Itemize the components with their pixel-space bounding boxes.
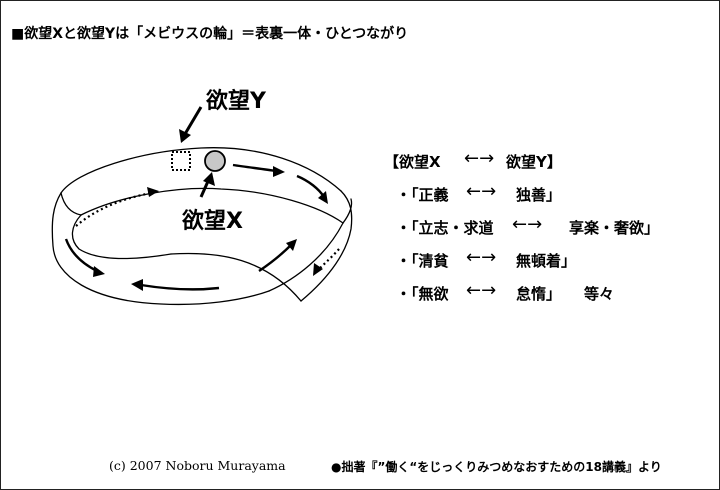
band-left-outer [51,192,270,306]
solid-flow-bottom [140,283,220,291]
pair-left: ・「無欲 [396,285,449,303]
pair-left: ・「清貧 [396,252,449,270]
pointer-x-arrow-head [203,172,215,186]
band-twist-upper [170,252,302,302]
solid-flow-bottom-right [258,244,292,272]
dotted-flow-left [75,191,152,227]
pair-right: 独善」 [516,186,562,204]
band-right-connector [342,198,353,224]
band-right-outer [300,190,353,302]
slide-title: ■欲望Xと欲望Yは「メビウスの輪」＝表裏一体・ひとつながり [11,26,409,42]
pair-suffix: 等々 [584,285,615,303]
band-bottom-inner [71,214,172,260]
header-right: 欲望Y】 [506,153,562,171]
solid-flow-left-down [64,238,98,273]
double-arrow-icon: ←→ [466,280,497,301]
pair-right: 無頓着」 [516,252,577,270]
band-twist-lower [268,222,344,292]
solid-flow-top-far [296,174,326,198]
dotted-arrow-head-left [147,187,159,197]
double-arrow-icon: ←→ [512,214,543,235]
label-desire-x: 欲望X [181,208,243,234]
pair-right: 享楽・奢欲」 [569,219,660,237]
pair-left: ・「立志・求道 [396,219,494,237]
band-left-inner [60,192,82,216]
arrow-head-bottom-right [286,239,297,251]
band-top-edge [60,147,342,194]
pointer-y-arrow-head [179,129,191,143]
header-left: 【欲望X [384,153,441,171]
desire-y-marker [171,151,191,171]
double-arrow-icon: ←→ [464,148,495,169]
solid-flow-top-right [232,163,277,173]
arrow-head-top-far [318,191,328,204]
desire-x-marker [204,150,226,172]
arrow-head-left-down [93,266,105,277]
pointer-y-arrow [183,106,203,135]
dotted-arrow-head-right [313,263,323,276]
pair-left: ・「正義 [396,186,449,204]
source-note: ●拙著『”働く“をじっくりみつめなおすための18講義』より [331,460,662,474]
label-desire-y: 欲望Y [205,88,267,114]
arrow-head-bottom-left [131,279,143,291]
pair-right: 怠惰」 [516,285,562,303]
arrow-head-top-right [273,166,285,177]
double-arrow-icon: ←→ [466,181,497,202]
double-arrow-icon: ←→ [466,247,497,268]
copyright-text: (c) 2007 Noboru Murayama [109,458,286,473]
